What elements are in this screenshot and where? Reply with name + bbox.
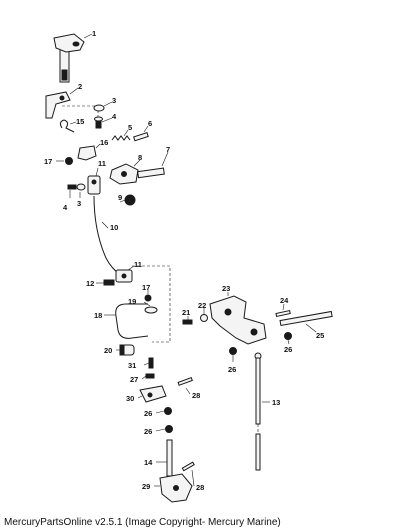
part-26-nut-right[interactable]: [284, 332, 292, 340]
part-23-bellcrank[interactable]: [209, 295, 267, 345]
callout-28-lower: 28: [196, 483, 204, 492]
part-21-pin[interactable]: [182, 319, 193, 325]
part-26-nut-a[interactable]: [164, 407, 172, 415]
part-13-rod[interactable]: [254, 352, 262, 471]
part-17-nut[interactable]: [65, 157, 73, 165]
part-3-washer-lower[interactable]: [76, 183, 86, 191]
part-14-rod[interactable]: [166, 439, 173, 477]
callout-24: 24: [280, 296, 289, 305]
callout-26-a: 26: [144, 409, 152, 418]
callout-12: 12: [86, 279, 94, 288]
callout-17-lower: 17: [142, 283, 150, 292]
part-1-shift-shaft[interactable]: [53, 33, 85, 83]
callout-13: 13: [272, 398, 280, 407]
callout-4-lower: 4: [63, 203, 68, 212]
callout-15: 15: [76, 117, 84, 126]
part-10-cable[interactable]: [93, 195, 123, 277]
callout-26-right: 26: [284, 345, 292, 354]
part-28-pin-upper[interactable]: [177, 377, 193, 386]
callout-11-lower: 11: [134, 260, 142, 269]
callout-22: 22: [198, 301, 206, 310]
part-28-pin-lower[interactable]: [181, 461, 195, 472]
callout-26-left: 26: [228, 365, 236, 374]
callout-29: 29: [142, 482, 150, 491]
part-4-screw[interactable]: [94, 116, 103, 129]
callout-5: 5: [128, 123, 132, 132]
callout-14: 14: [144, 458, 153, 467]
callout-23: 23: [222, 284, 230, 293]
part-26-nut-b[interactable]: [165, 425, 173, 433]
callout-3: 3: [112, 96, 116, 105]
callout-10: 10: [110, 223, 118, 232]
part-7-rod[interactable]: [137, 167, 165, 179]
part-18-u-link[interactable]: [115, 303, 149, 339]
callout-3-lower: 3: [77, 199, 81, 208]
part-6-pin[interactable]: [133, 131, 149, 142]
part-9-nut[interactable]: [124, 194, 136, 206]
part-4-screw-lower[interactable]: [67, 184, 77, 190]
callout-16: 16: [100, 138, 108, 147]
leader-lines: [56, 33, 317, 487]
callout-31: 31: [128, 361, 136, 370]
part-3-washer[interactable]: [93, 104, 105, 112]
part-5-spring[interactable]: [111, 135, 131, 141]
part-30-clevis[interactable]: [139, 385, 167, 403]
callout-9: 9: [118, 193, 122, 202]
part-11-link-upper[interactable]: [87, 175, 101, 195]
part-15-clip[interactable]: [59, 119, 75, 133]
callout-17: 17: [44, 157, 52, 166]
callout-26-b: 26: [144, 427, 152, 436]
callout-18: 18: [94, 311, 102, 320]
callout-27: 27: [130, 375, 138, 384]
copyright-footer: MercuryPartsOnline v2.5.1 (Image Copyrig…: [4, 517, 281, 528]
part-8-actuator[interactable]: [109, 163, 139, 185]
part-12-screw[interactable]: [103, 279, 115, 286]
guide-lines: [132, 265, 171, 343]
callout-30: 30: [126, 394, 134, 403]
callout-labels: 1 2 3 4 5 6 15 16 17 7 8 11 3 4 9 10 11 …: [44, 29, 324, 492]
part-19-washer[interactable]: [144, 306, 158, 314]
callout-8: 8: [138, 153, 142, 162]
callout-19: 19: [128, 297, 136, 306]
part-31-pin[interactable]: [148, 357, 154, 369]
callout-6: 6: [148, 119, 152, 128]
callout-1: 1: [92, 29, 96, 38]
callout-20: 20: [104, 346, 112, 355]
callout-25: 25: [316, 331, 324, 340]
callout-21: 21: [182, 308, 190, 317]
part-25-rod[interactable]: [279, 310, 333, 327]
part-22-washer[interactable]: [200, 314, 208, 322]
callout-2: 2: [78, 82, 82, 91]
part-24-pin[interactable]: [275, 309, 291, 318]
callout-28-upper: 28: [192, 391, 200, 400]
callout-7: 7: [166, 145, 170, 154]
part-26-nut-left[interactable]: [229, 347, 237, 355]
part-11-link-lower[interactable]: [115, 269, 133, 283]
part-29-lever[interactable]: [159, 473, 193, 503]
part-17-nut-lower[interactable]: [144, 294, 152, 302]
callout-4: 4: [112, 112, 117, 121]
part-20-bushing[interactable]: [119, 344, 135, 356]
part-27-pin[interactable]: [145, 373, 155, 379]
part-2-lever[interactable]: [45, 91, 71, 119]
part-16-bracket[interactable]: [77, 145, 97, 161]
callout-11-upper: 11: [98, 159, 106, 168]
